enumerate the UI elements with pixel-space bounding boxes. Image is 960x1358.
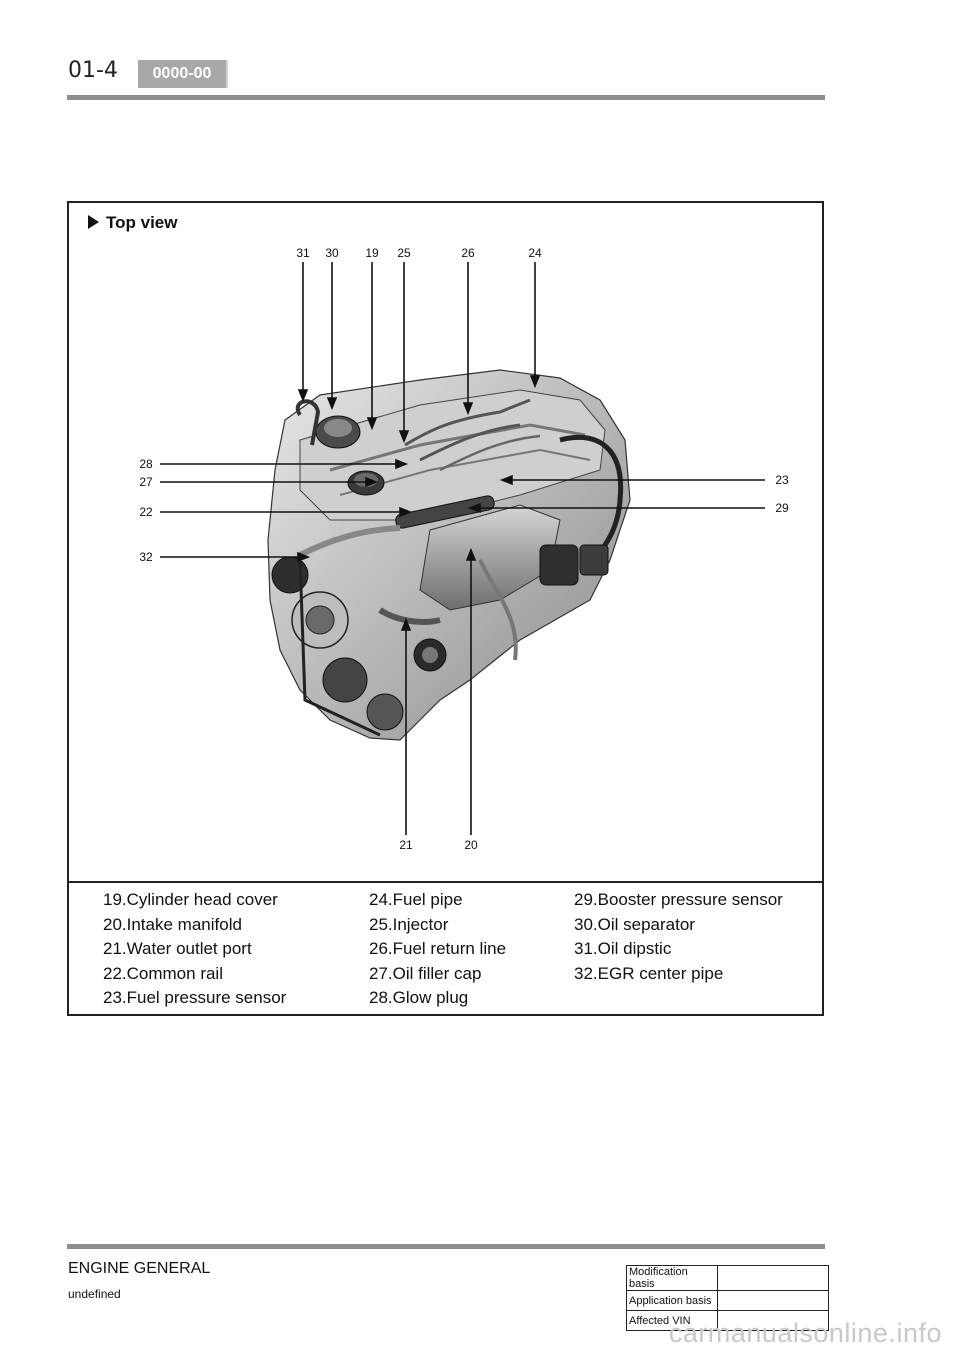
table-cell-label: Application basis — [626, 1290, 718, 1311]
table-cell-value — [717, 1290, 829, 1311]
legend-item: 31.Oil dipstic — [574, 939, 672, 958]
table-cell-value — [717, 1265, 829, 1291]
legend-item: 28.Glow plug — [369, 988, 469, 1007]
figure-title-text: Top view — [106, 213, 178, 232]
table-cell-label: Modification basis — [626, 1265, 718, 1291]
caption-divider — [68, 881, 824, 883]
legend-item: 23.Fuel pressure sensor — [103, 988, 287, 1007]
callout-19: 19 — [365, 246, 379, 260]
legend-item: 20.Intake manifold — [103, 914, 242, 934]
legend-item: 22.Common rail — [103, 963, 223, 983]
watermark-text: carmanualsonline.info — [668, 1318, 942, 1348]
table-row: Modification basis — [626, 1265, 829, 1291]
legend-item: 19.Cylinder head cover — [103, 890, 278, 909]
callout-29: 29 — [775, 501, 789, 515]
header-rule — [67, 95, 825, 100]
footer-title: ENGINE GENERAL — [68, 1260, 211, 1277]
callout-27: 27 — [139, 475, 153, 489]
callout-28: 28 — [139, 457, 153, 471]
legend-item: 29.Booster pressure sensor — [574, 890, 783, 909]
engine-illustration — [267, 369, 631, 741]
legend-item: 27.Oil filler cap — [369, 963, 482, 983]
legend-item: 21.Water outlet port — [103, 939, 252, 958]
callout-24: 24 — [528, 246, 542, 260]
section-code-badge: 0000-00 — [138, 60, 228, 88]
legend-column-1: 19.Cylinder head cover 20.Intake manifol… — [103, 888, 286, 1011]
callout-31: 31 — [296, 246, 310, 260]
table-cell-value — [717, 1310, 829, 1331]
figure-title: Top view — [88, 213, 177, 233]
legend-item: 32.EGR center pipe — [574, 963, 724, 983]
legend-column-2: 24.Fuel pipe 25.Injector 26.Fuel return … — [369, 888, 506, 1011]
revision-info-table: Modification basis Application basis Aff… — [626, 1265, 829, 1331]
callout-20: 20 — [464, 838, 478, 852]
callout-23: 23 — [775, 473, 789, 487]
figure-panel — [67, 201, 824, 1016]
legend-item: 24.Fuel pipe — [369, 890, 463, 909]
callout-25: 25 — [397, 246, 411, 260]
legend-item: 25.Injector — [369, 914, 449, 934]
play-triangle-icon — [88, 215, 99, 229]
callout-22: 22 — [139, 505, 153, 519]
legend-item: 30.Oil separator — [574, 914, 695, 934]
table-row: Affected VIN — [626, 1310, 829, 1331]
table-row: Application basis — [626, 1290, 829, 1311]
callout-21: 21 — [399, 838, 413, 852]
callout-26: 26 — [461, 246, 475, 260]
legend-item: 26.Fuel return line — [369, 939, 507, 958]
footer-rule — [67, 1244, 825, 1249]
footer-subtitle: undefined — [68, 1287, 121, 1301]
legend-column-3: 29.Booster pressure sensor 30.Oil separa… — [574, 888, 783, 986]
callout-30: 30 — [325, 246, 339, 260]
leader-lines — [160, 262, 765, 835]
table-cell-label: Affected VIN — [626, 1310, 718, 1331]
callout-32: 32 — [139, 550, 153, 564]
page-number: 01-4 — [68, 58, 118, 83]
